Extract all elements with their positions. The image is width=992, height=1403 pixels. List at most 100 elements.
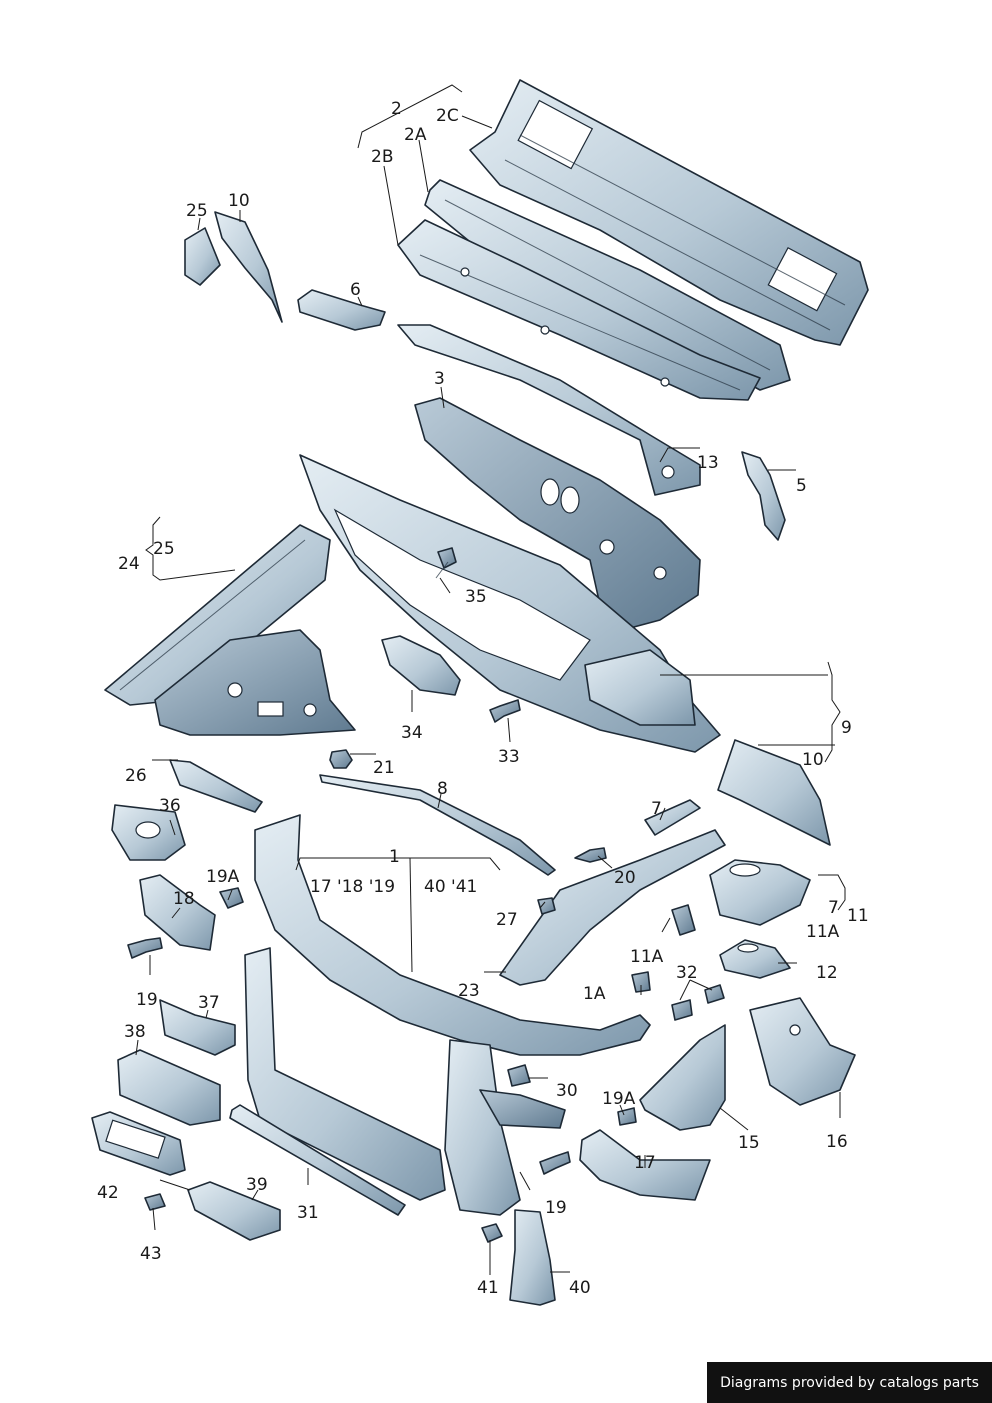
callout-20: 20 xyxy=(614,868,636,888)
callout-19a-left: 19A xyxy=(206,867,240,887)
callout-34: 34 xyxy=(401,723,423,743)
bracket-25 xyxy=(184,227,221,286)
callout-6: 6 xyxy=(350,280,361,300)
screw-35 xyxy=(435,547,457,579)
screw-27 xyxy=(537,897,556,915)
callout-39: 39 xyxy=(246,1175,268,1195)
callout-43: 43 xyxy=(140,1244,162,1264)
bracket-6 xyxy=(297,289,386,331)
callout-23: 23 xyxy=(458,981,480,1001)
callout-1: 1 xyxy=(389,847,400,867)
strip-8 xyxy=(319,774,556,876)
callout-40: 40 xyxy=(569,1278,591,1298)
bushing-19a-left xyxy=(219,887,244,909)
callout-13: 13 xyxy=(697,453,719,473)
bracket-26 xyxy=(169,759,263,813)
callout-10-right: 10 xyxy=(802,750,824,770)
cowl-panel-2b xyxy=(397,219,761,401)
callout-16: 16 xyxy=(826,1132,848,1152)
callout-33: 33 xyxy=(498,747,520,767)
callout-3: 3 xyxy=(434,369,445,389)
duct-37 xyxy=(159,999,236,1056)
clip-11a xyxy=(671,904,696,936)
callout-15: 15 xyxy=(738,1133,760,1153)
callout-19-left: 19 xyxy=(136,990,158,1010)
leader-lines xyxy=(135,84,846,1275)
callout-25-side: 25 xyxy=(153,539,175,559)
callout-30: 30 xyxy=(556,1081,578,1101)
callout-2: 2 xyxy=(391,99,402,119)
plate-7 xyxy=(644,799,701,836)
bracket-40 xyxy=(509,1209,556,1306)
screw-43 xyxy=(144,1193,166,1211)
cowl-panel-2a xyxy=(424,179,791,391)
callout-38: 38 xyxy=(124,1022,146,1042)
callout-11: 11 xyxy=(847,906,869,926)
callout-17-18-19: 17 '18 '19 xyxy=(310,877,395,897)
bracket-34 xyxy=(381,635,461,696)
callout-26: 26 xyxy=(125,766,147,786)
callout-37: 37 xyxy=(198,993,220,1013)
strut-mount-11 xyxy=(709,859,811,926)
callout-11a-mount: 11A xyxy=(806,922,840,942)
callout-40-41: 40 '41 xyxy=(424,877,477,897)
callout-9: 9 xyxy=(841,718,852,738)
callout-36: 36 xyxy=(159,796,181,816)
screw-33 xyxy=(489,699,521,723)
callout-2b: 2B xyxy=(371,147,393,167)
clip-30 xyxy=(507,1064,531,1087)
callout-7-mount: 7 xyxy=(828,898,839,918)
bolts-32 xyxy=(671,984,725,1021)
screw-20 xyxy=(574,847,607,863)
screw-11a-lower xyxy=(631,971,651,993)
bushing-19a-right xyxy=(617,1107,637,1126)
credit-banner: Diagrams provided by catalogs parts xyxy=(707,1362,992,1403)
bracket-18 xyxy=(139,874,216,951)
cowl-panel-13 xyxy=(397,324,701,496)
panel-10-right xyxy=(717,739,831,846)
bulkhead-panel-3 xyxy=(414,397,701,629)
callout-27: 27 xyxy=(496,910,518,930)
callout-19-right: 19 xyxy=(545,1198,567,1218)
bracket-23 xyxy=(499,829,726,986)
cover-39 xyxy=(187,1181,281,1241)
screw-41 xyxy=(481,1223,503,1243)
screw-19-right xyxy=(539,1151,571,1175)
callout-12: 12 xyxy=(816,963,838,983)
callout-18: 18 xyxy=(173,889,195,909)
duct-42 xyxy=(91,1111,186,1176)
callout-labels: 2 2C 2A 2B 25 10 6 3 13 5 25 24 35 9 34 … xyxy=(97,99,869,1298)
bracket-36 xyxy=(111,804,186,861)
lock-carrier-1 xyxy=(244,814,651,1216)
callout-8: 8 xyxy=(437,779,448,799)
bracket-15 xyxy=(639,1024,726,1131)
bulkhead-frame-9 xyxy=(299,454,721,753)
callout-2a: 2A xyxy=(404,125,427,145)
callout-17: 17 xyxy=(634,1153,656,1173)
side-member-24 xyxy=(104,524,356,736)
callout-31: 31 xyxy=(297,1203,319,1223)
nut-21 xyxy=(329,749,353,769)
callout-10-upper: 10 xyxy=(228,191,250,211)
callout-42: 42 xyxy=(97,1183,119,1203)
strut-10-upper xyxy=(214,211,283,323)
callout-35: 35 xyxy=(465,587,487,607)
screw-19-left xyxy=(127,937,163,959)
callout-5: 5 xyxy=(796,476,807,496)
callout-25-upper: 25 xyxy=(186,201,208,221)
duct-38 xyxy=(117,1049,221,1126)
callout-24: 24 xyxy=(118,554,140,574)
callout-19a-right: 19A xyxy=(602,1089,636,1109)
callout-11a-screw: 11A xyxy=(630,947,664,967)
callout-1a: 1A xyxy=(583,984,606,1004)
callout-32: 32 xyxy=(676,963,698,983)
mount-12 xyxy=(719,939,791,979)
callout-2c: 2C xyxy=(436,106,459,126)
callout-21: 21 xyxy=(373,758,395,778)
bar-31 xyxy=(229,1104,406,1216)
bracket-5 xyxy=(741,451,786,541)
panel-16 xyxy=(749,997,856,1106)
cowl-panel-2c xyxy=(469,79,869,346)
callout-41: 41 xyxy=(477,1278,499,1298)
